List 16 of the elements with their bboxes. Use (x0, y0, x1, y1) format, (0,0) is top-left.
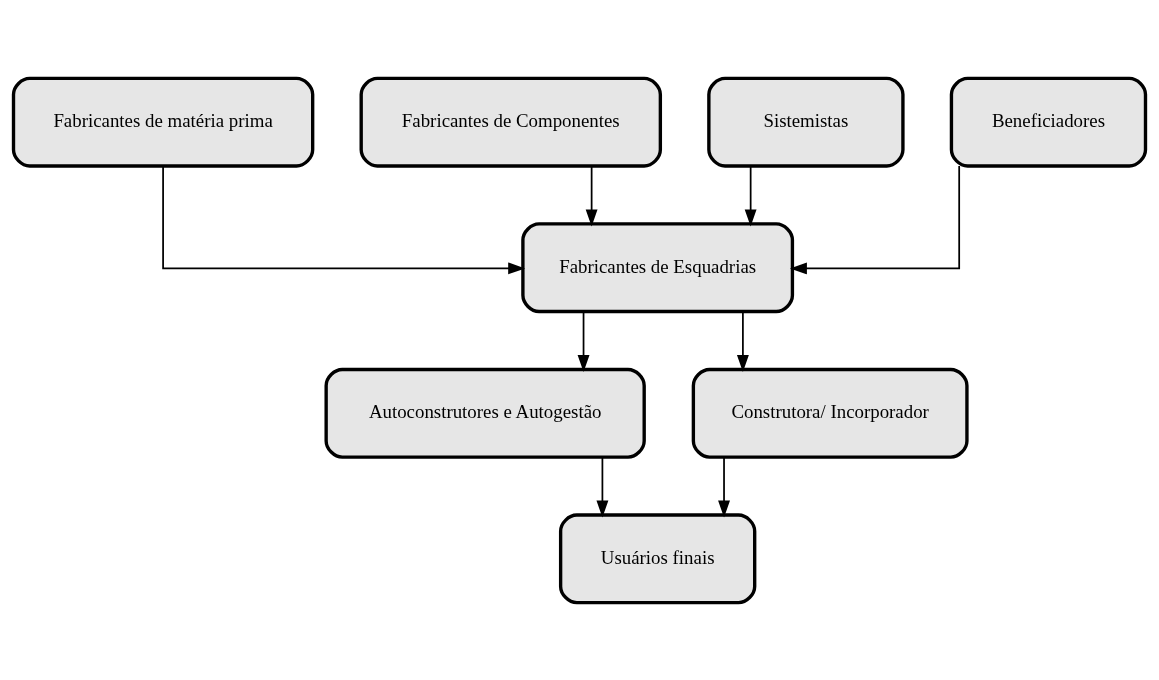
arrow (162, 164, 526, 274)
node-box: Usuários finais (558, 512, 757, 604)
node-box: Fabricantes de Esquadrias (521, 221, 795, 313)
arrow (585, 164, 598, 226)
arrow (736, 310, 749, 372)
arrow (789, 164, 961, 274)
arrow (596, 455, 609, 518)
arrow (744, 164, 757, 226)
node-box: Fabricantes de matéria prima (11, 76, 315, 168)
node-box: Beneficiadores (949, 76, 1148, 168)
node-box: Autoconstrutores e Autogestão (324, 367, 646, 459)
node-box: Fabricantes de Componentes (359, 76, 663, 168)
node-box: Sistemistas (707, 76, 905, 168)
arrow (577, 310, 590, 372)
arrow (718, 455, 730, 518)
node-box: Construtora/ Incorporador (691, 367, 969, 459)
